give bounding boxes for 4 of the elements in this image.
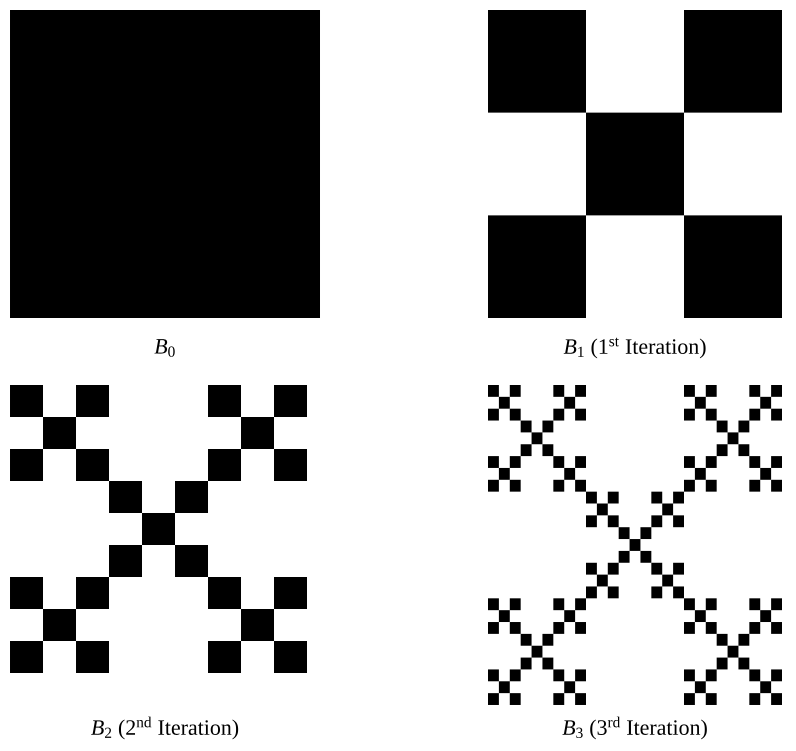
caption: B$_{3}$ (3$^{rd}$ Iteration)	[562, 716, 707, 740]
caption: B$_{1}$ (1$^{st}$ Iteration)	[564, 338, 706, 358]
caption: B$_{0}$	[154, 339, 175, 357]
caption: B$_{2}$ (2$^{nd}$ Iteration)	[91, 716, 238, 740]
